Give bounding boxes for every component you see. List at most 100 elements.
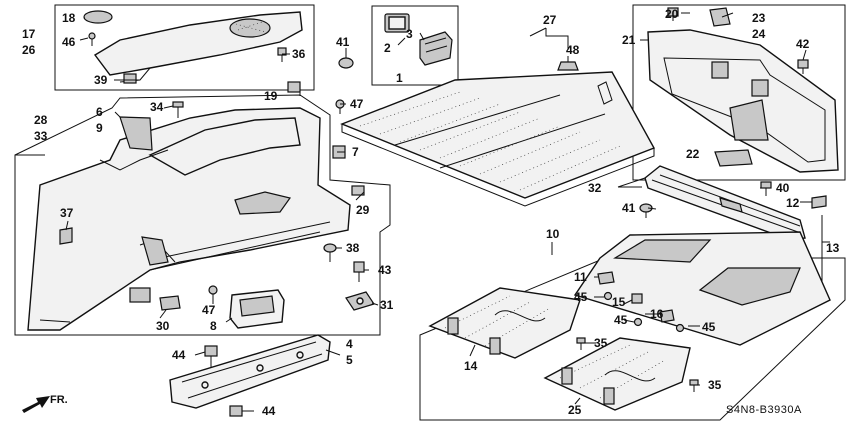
pad-22	[714, 149, 753, 167]
cover-cap-18	[83, 10, 113, 24]
callout-29: 29	[356, 203, 370, 217]
hook-31	[345, 291, 375, 311]
callout-24: 24	[752, 27, 766, 41]
callout-44-upper: 44	[172, 348, 186, 362]
cap-23	[709, 7, 731, 27]
callout-45-c: 45	[702, 320, 716, 334]
clip-38	[323, 243, 337, 262]
callout-23: 23	[752, 11, 766, 25]
callout-labels: 18 46 17 26 36 39 41 1 2 3 27 48 20 23 2…	[22, 7, 840, 418]
callout-18: 18	[62, 11, 76, 25]
callout-33: 33	[34, 129, 48, 143]
callout-31: 31	[380, 298, 394, 312]
clip-46	[88, 32, 96, 46]
callout-7: 7	[352, 145, 359, 159]
bolt-44-lower	[229, 405, 254, 417]
callout-20: 20	[665, 7, 679, 21]
front-direction-arrow: FR.	[22, 394, 68, 413]
callout-41-lower: 41	[622, 201, 636, 215]
callout-1: 1	[396, 71, 403, 85]
callout-10: 10	[546, 227, 560, 241]
clip-41-upper	[338, 52, 354, 69]
callout-47-upper: 47	[350, 97, 364, 111]
clip-45-a	[603, 291, 613, 301]
callout-3: 3	[406, 27, 413, 41]
tonneau-cover	[340, 71, 656, 207]
clip-47-lower	[208, 285, 218, 300]
clip-15	[631, 293, 643, 304]
clip-36	[277, 47, 287, 62]
frame-box-upper-left	[54, 4, 315, 91]
rear-pillar-trim	[93, 11, 303, 83]
clip-12	[811, 195, 827, 209]
luggage-board	[573, 231, 831, 346]
rear-sill-garnish	[644, 165, 806, 241]
rear-panel-lining	[647, 29, 839, 173]
callout-41-upper: 41	[336, 35, 350, 49]
bracket	[169, 334, 331, 409]
cargo-net-14	[428, 287, 581, 359]
callout-16: 16	[650, 307, 664, 321]
callout-28: 28	[34, 113, 48, 127]
clip-assembly-2	[384, 13, 410, 33]
callout-47-lower: 47	[202, 303, 216, 317]
clip-16	[659, 309, 675, 323]
side-lining	[27, 107, 351, 331]
clip-assembly-3	[419, 31, 453, 66]
clip-45-b	[633, 317, 643, 327]
callout-38: 38	[346, 241, 360, 255]
callout-13: 13	[826, 241, 840, 255]
callout-11: 11	[574, 270, 587, 284]
callout-19: 19	[264, 89, 278, 103]
clip-41-lower	[639, 203, 653, 218]
callout-6: 6	[96, 105, 103, 119]
bolt-43	[353, 261, 365, 282]
clip-20	[667, 7, 679, 21]
clip-19	[287, 81, 301, 93]
callout-14: 14	[464, 359, 478, 373]
callout-17: 17	[22, 27, 36, 41]
callout-2: 2	[384, 41, 391, 55]
bolt-44-upper	[204, 345, 218, 368]
screw-34	[172, 101, 184, 118]
callout-8: 8	[210, 319, 217, 333]
callout-4: 4	[346, 337, 353, 351]
diagram-code: S4N8-B3930A	[726, 404, 802, 416]
callout-37: 37	[60, 206, 74, 220]
callout-46: 46	[62, 35, 76, 49]
direction-label: FR.	[50, 394, 68, 406]
clip-11	[597, 271, 615, 285]
leader-lines	[15, 12, 830, 405]
callout-12: 12	[786, 196, 800, 210]
clip-37	[59, 227, 73, 245]
cargo-net-25	[543, 337, 691, 411]
callout-45-a: 45	[574, 290, 588, 304]
callout-45-b: 45	[614, 313, 628, 327]
callout-26: 26	[22, 43, 36, 57]
callout-27: 27	[543, 13, 557, 27]
cap-30	[159, 295, 181, 311]
callout-35-lower: 35	[708, 378, 722, 392]
tray-8	[229, 289, 285, 329]
callout-44-lower: 44	[262, 404, 276, 418]
callout-48: 48	[566, 43, 580, 57]
callout-9: 9	[96, 121, 103, 135]
frame-box-side-lining	[14, 94, 391, 336]
callout-21: 21	[622, 33, 636, 47]
callout-40: 40	[776, 181, 790, 195]
hook-48	[557, 56, 579, 71]
clip-47-upper	[335, 99, 345, 114]
screw-35-upper	[576, 337, 586, 350]
callout-42: 42	[796, 37, 810, 51]
callout-35-upper: 35	[594, 336, 608, 350]
clip-42	[797, 59, 809, 74]
clip-39	[123, 73, 137, 84]
callout-25: 25	[568, 403, 582, 417]
callout-32: 32	[588, 181, 602, 195]
callout-34: 34	[150, 100, 164, 114]
screw-35-lower	[689, 379, 699, 392]
callout-39: 39	[94, 73, 108, 87]
callout-30: 30	[156, 319, 170, 333]
